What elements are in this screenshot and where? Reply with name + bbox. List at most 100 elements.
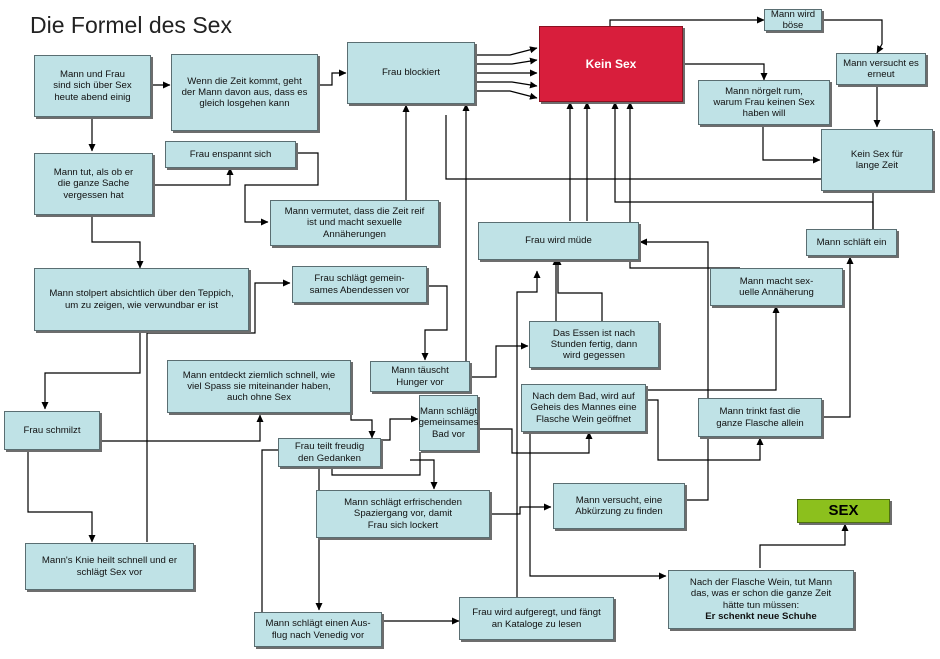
node-label: Mann und Frau sind sich über Sex heute a… [53,69,132,103]
edge [609,16,765,26]
node-label: Mann schlägt gemeinsames Bad vor [418,406,479,440]
node-label: Mann nörgelt rum, warum Frau keinen Sex … [713,85,815,120]
edge [490,503,552,515]
edge [822,19,884,54]
node-label: Mann tut, als ob er die ganze Sache verg… [53,167,134,201]
edge [100,414,264,442]
node-label: Mann schläft ein [816,236,887,248]
node-label: Frau wird müde [525,235,592,247]
node-woman-dinner: Frau schlägt gemein- sames Abendessen vo… [292,266,427,303]
node-man-shortcut: Mann versucht, eine Abkürzung zu finden [553,483,685,529]
edge [410,459,438,490]
edge [762,125,821,164]
node-sex: SEX [797,499,890,523]
node-label: Mann wird böse [770,8,816,31]
edge [146,279,291,542]
edge [554,257,603,321]
edge [529,432,667,580]
node-label: Mann versucht es erneut [843,57,919,80]
edge [350,396,376,439]
edge [639,238,709,501]
node-label: Wenn die Zeit kommt, geht der Mann davon… [181,75,308,110]
edge [331,452,421,476]
edge [27,450,96,543]
edge [91,215,144,269]
node-label: Mann's Knie heilt schnell und er schlägt… [41,555,178,578]
edge [445,115,874,229]
node-label: Mann schlägt erfrischenden Spaziergang v… [344,497,462,531]
edge [478,428,593,454]
node-man-walk: Mann schlägt erfrischenden Spaziergang v… [316,490,490,538]
edge [683,63,768,81]
edge [381,415,419,441]
edge [318,69,347,86]
edge [475,46,538,56]
node-wine-opened: Nach dem Bad, wird auf Geheis des Mannes… [521,384,646,432]
edge [759,523,849,568]
node-catalogs: Frau wird aufgeregt, und fängt an Katalo… [459,597,614,640]
node-food-ready: Das Essen ist nach Stunden fertig, dann … [529,321,659,368]
node-man-tries-again: Mann versucht es erneut [836,53,926,85]
node-label-text: Nach der Flasche Wein, tut Mann das, was… [689,576,833,611]
node-label: Mann vermutet, dass die Zeit reif ist un… [284,206,425,240]
node-label: Mann stolpert absichtlich über den Teppi… [49,288,234,311]
node-label: Frau schlägt gemein- sames Abendessen vo… [309,273,410,296]
node-woman-blocks: Frau blockiert [347,42,475,104]
edge [822,256,854,418]
node-label: Mann entdeckt ziemlich schnell, wie viel… [182,369,336,404]
edge [475,90,538,100]
node-label: Das Essen ist nach Stunden fertig, dann … [550,327,638,362]
node-label: Frau teilt freudig den Gedanken [294,441,365,464]
edge [475,81,538,89]
node-label: Nach dem Bad, wird auf Geheis des Mannes… [530,391,637,425]
node-assumes-time: Wenn die Zeit kommt, geht der Mann davon… [171,54,318,131]
node-man-pretends: Mann tut, als ob er die ganze Sache verg… [34,153,153,215]
edge [470,342,529,378]
node-knee-heals: Mann's Knie heilt schnell und er schlägt… [25,543,194,590]
node-venice: Mann schlägt einen Aus- flug nach Venedi… [254,612,382,647]
node-kein-sex: Kein Sex [539,26,683,102]
node-label: Mann täuscht Hunger vor [391,365,449,388]
node-man-presumes: Mann vermutet, dass die Zeit reif ist un… [270,200,439,246]
node-man-sleeps: Mann schläft ein [806,229,897,256]
node-woman-relaxes: Frau enspannt sich [165,141,296,168]
node-man-angry: Mann wird böse [764,9,822,31]
node-woman-tired: Frau wird müde [478,222,639,260]
node-man-nags: Mann nörgelt rum, warum Frau keinen Sex … [698,80,830,125]
node-label: Nach der Flasche Wein, tut Mann das, was… [690,577,832,622]
node-new-shoes: Nach der Flasche Wein, tut Mann das, was… [668,570,854,629]
node-label: Mann macht sex- uelle Annäherung [739,275,814,298]
node-woman-melts: Frau schmilzt [4,411,100,450]
node-label: Frau wird aufgeregt, und fängt an Katalo… [472,607,601,630]
edge [421,285,448,361]
edge [611,101,874,229]
edge [646,399,764,461]
edge [244,152,319,226]
node-man-drinks: Mann trinkt fast die ganze Flasche allei… [698,398,822,437]
node-no-sex-long: Kein Sex für lange Zeit [821,129,933,191]
edge [475,57,538,65]
edge [626,101,740,269]
node-man-bath: Mann schlägt gemeinsames Bad vor [419,395,478,451]
node-man-stumbles: Mann stolpert absichtlich über den Teppi… [34,268,249,331]
edge [153,167,234,186]
node-man-approach: Mann macht sex- uelle Annäherung [710,268,843,306]
page-title: Die Formel des Sex [30,12,232,38]
node-label: Frau blockiert [381,67,441,79]
node-label: Frau schmilzt [23,424,81,436]
node-label: Mann schlägt einen Aus- flug nach Venedi… [265,618,371,641]
node-label: Kein Sex [585,56,637,71]
edge [516,270,541,598]
node-label: Mann versucht, eine Abkürzung zu finden [575,494,663,517]
node-label: SEX [828,502,859,520]
node-woman-shares: Frau teilt freudig den Gedanken [278,438,381,467]
node-label: Mann trinkt fast die ganze Flasche allei… [716,406,804,429]
node-label: Kein Sex für lange Zeit [850,148,904,171]
node-label-strong: Er schenkt neue Schuhe [705,610,817,622]
node-agreement: Mann und Frau sind sich über Sex heute a… [34,55,151,117]
edge [41,333,141,410]
node-man-discovers: Mann entdeckt ziemlich schnell, wie viel… [167,360,351,413]
edge [646,305,780,391]
